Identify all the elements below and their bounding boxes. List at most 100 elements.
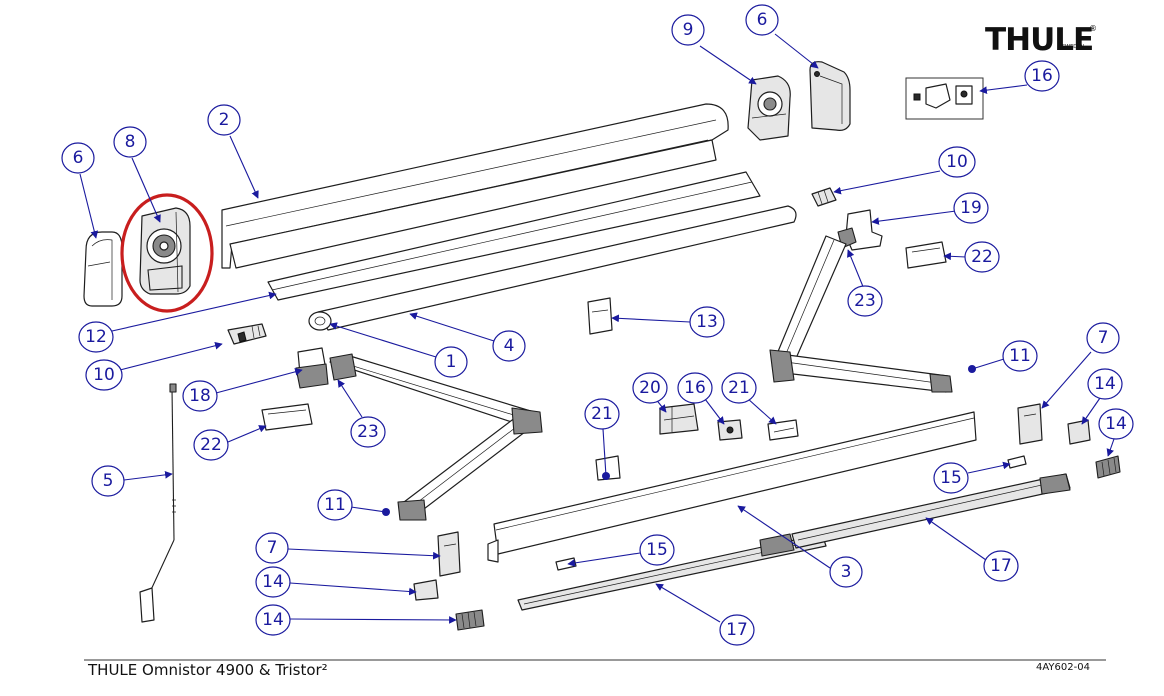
svg-text:10: 10 <box>93 365 115 385</box>
callout-21-right: 21 <box>721 372 757 404</box>
part-knob-15-upper <box>1007 455 1027 469</box>
svg-text:11: 11 <box>1009 346 1031 366</box>
callout-11-right: 11 <box>1002 340 1038 372</box>
svg-text:15: 15 <box>646 540 668 560</box>
logo-registered-mark: ® <box>1089 24 1097 33</box>
svg-text:11: 11 <box>324 495 346 515</box>
svg-text:18: 18 <box>189 386 211 406</box>
part-gearbox-left <box>139 207 191 295</box>
callout-5: 5 <box>91 465 125 497</box>
footer-drawing-code: 4AY602-04 <box>1036 662 1090 673</box>
svg-text:17: 17 <box>990 556 1012 576</box>
leader-lines <box>79 33 1115 624</box>
part-support-bar-lower <box>517 533 827 611</box>
svg-text:14: 14 <box>1105 414 1127 434</box>
part-end-cap-right <box>809 61 851 131</box>
svg-text:13: 13 <box>696 312 718 332</box>
thule-logo: THULE ® SWEDEN <box>985 22 1097 58</box>
callout-10-left: 10 <box>85 359 123 391</box>
callout-3: 3 <box>829 556 863 588</box>
callout-6-left: 6 <box>61 142 95 174</box>
callout-14-left-b: 14 <box>255 604 291 636</box>
svg-text:16: 16 <box>1031 66 1053 86</box>
svg-text:20: 20 <box>639 378 661 398</box>
callout-7-right: 7 <box>1086 322 1120 354</box>
part-support-bar-upper <box>791 473 1071 549</box>
svg-text:12: 12 <box>85 327 107 347</box>
callout-14-right-top: 14 <box>1087 368 1123 400</box>
svg-text:21: 21 <box>591 404 613 424</box>
part-knob-15-lower <box>555 557 577 571</box>
svg-text:23: 23 <box>854 291 876 311</box>
highlight-circle-part-8 <box>120 193 214 313</box>
callout-14-left-a: 14 <box>255 566 291 598</box>
svg-text:2: 2 <box>219 110 230 130</box>
svg-text:9: 9 <box>683 20 694 40</box>
callout-6-right: 6 <box>745 4 779 36</box>
callout-22-left: 22 <box>193 429 229 461</box>
svg-text:14: 14 <box>1094 374 1116 394</box>
svg-text:14: 14 <box>262 610 284 630</box>
svg-text:1: 1 <box>446 352 457 372</box>
svg-text:21: 21 <box>728 378 750 398</box>
svg-text:10: 10 <box>946 152 968 172</box>
callout-21-middle: 21 <box>584 398 620 430</box>
part-end-cap-left <box>83 231 123 307</box>
svg-text:19: 19 <box>960 198 982 218</box>
part-fabric-clip <box>587 297 613 335</box>
callout-8: 8 <box>113 126 147 158</box>
svg-text:8: 8 <box>125 132 136 152</box>
part-stop-21-middle <box>595 455 621 481</box>
svg-text:22: 22 <box>200 435 222 455</box>
part-arm-left <box>329 353 543 521</box>
part-end-cap-14-left-b <box>455 609 485 631</box>
callout-16-top: 16 <box>1024 60 1060 92</box>
svg-text:5: 5 <box>103 471 114 491</box>
part-bracket-set-box <box>905 77 984 120</box>
callout-23-right: 23 <box>847 285 883 317</box>
part-stop-21-right <box>767 419 799 441</box>
part-arm-cover-right <box>905 241 947 269</box>
callout-13: 13 <box>689 306 725 338</box>
callout-1: 1 <box>434 346 468 378</box>
callout-17-left: 17 <box>719 614 755 646</box>
part-lead-bar-profile <box>487 411 977 563</box>
part-end-plug-left <box>227 323 267 345</box>
callout-10-right: 10 <box>938 146 976 178</box>
part-foot-bracket-left <box>437 531 461 577</box>
part-roller-tube <box>308 205 797 331</box>
part-end-cap-14-right-b <box>1095 455 1121 479</box>
part-bracket-16 <box>717 419 743 441</box>
svg-text:17: 17 <box>726 620 748 640</box>
svg-text:6: 6 <box>757 10 768 30</box>
svg-text:6: 6 <box>73 148 84 168</box>
part-gearbox-right <box>747 75 791 141</box>
part-foot-bracket-right <box>1017 403 1043 445</box>
svg-text:15: 15 <box>940 468 962 488</box>
part-front-profile <box>221 103 729 269</box>
svg-text:16: 16 <box>684 378 706 398</box>
svg-text:23: 23 <box>357 422 379 442</box>
svg-text:7: 7 <box>1098 328 1109 348</box>
callout-7-left: 7 <box>255 532 289 564</box>
svg-text:7: 7 <box>267 538 278 558</box>
callout-22-right: 22 <box>964 241 1000 273</box>
callout-16-middle: 16 <box>677 372 713 404</box>
callout-18: 18 <box>182 380 218 412</box>
callout-11-left: 11 <box>317 489 353 521</box>
callout-15-left: 15 <box>639 534 675 566</box>
part-arm-bracket-left <box>295 347 329 389</box>
part-end-plug-right <box>811 187 837 207</box>
part-clamp-20 <box>659 403 699 435</box>
part-crank-handle <box>139 383 177 623</box>
callout-15-right: 15 <box>933 462 969 494</box>
callout-19: 19 <box>953 192 989 224</box>
footer-title: THULE Omnistor 4900 & Tristor² <box>88 661 328 679</box>
callout-17-right: 17 <box>983 550 1019 582</box>
callout-12: 12 <box>78 321 114 353</box>
logo-text: THULE <box>985 22 1093 58</box>
part-arm-right <box>769 235 953 393</box>
part-end-cap-14-right-a <box>1067 419 1091 445</box>
callout-4: 4 <box>492 330 526 362</box>
